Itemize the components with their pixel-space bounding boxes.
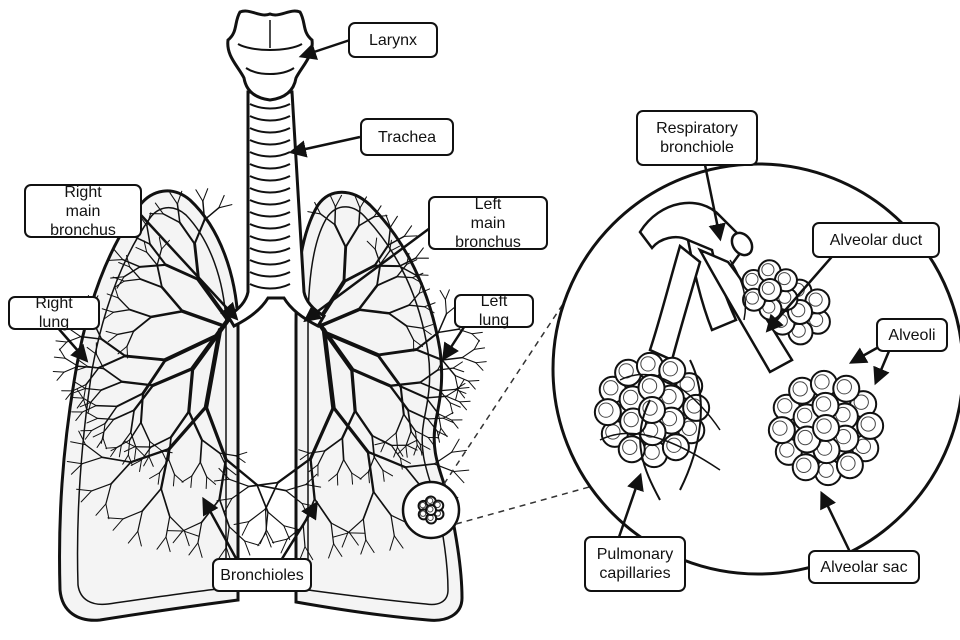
larynx-illustration xyxy=(226,9,314,102)
right-bronchial-tree xyxy=(52,188,322,563)
label-respiratory-bronchiole: Respiratory bronchiole xyxy=(636,110,758,166)
left-lung-illustration xyxy=(294,190,464,622)
tracheal-rings xyxy=(249,103,291,290)
label-pulmonary-capillaries: Pulmonary capillaries xyxy=(584,536,686,592)
label-larynx: Larynx xyxy=(348,22,438,58)
label-alveolar-duct: Alveolar duct xyxy=(812,222,940,258)
left-bronchial-tree xyxy=(213,194,487,562)
label-alveoli: Alveoli xyxy=(876,318,948,352)
label-bronchioles: Bronchioles xyxy=(212,558,312,592)
alveoli-magnification xyxy=(551,162,960,576)
leader-arrows xyxy=(57,38,894,563)
label-alveolar-sac: Alveolar sac xyxy=(808,550,920,584)
label-left-main-bronchus: Left main bronchus xyxy=(428,196,548,251)
label-left-lung: Left lung xyxy=(454,293,534,329)
label-right-main-bronchus: Right main bronchus xyxy=(24,184,142,239)
label-right-lung: Right lung xyxy=(8,295,100,331)
label-trachea: Trachea xyxy=(360,118,454,156)
